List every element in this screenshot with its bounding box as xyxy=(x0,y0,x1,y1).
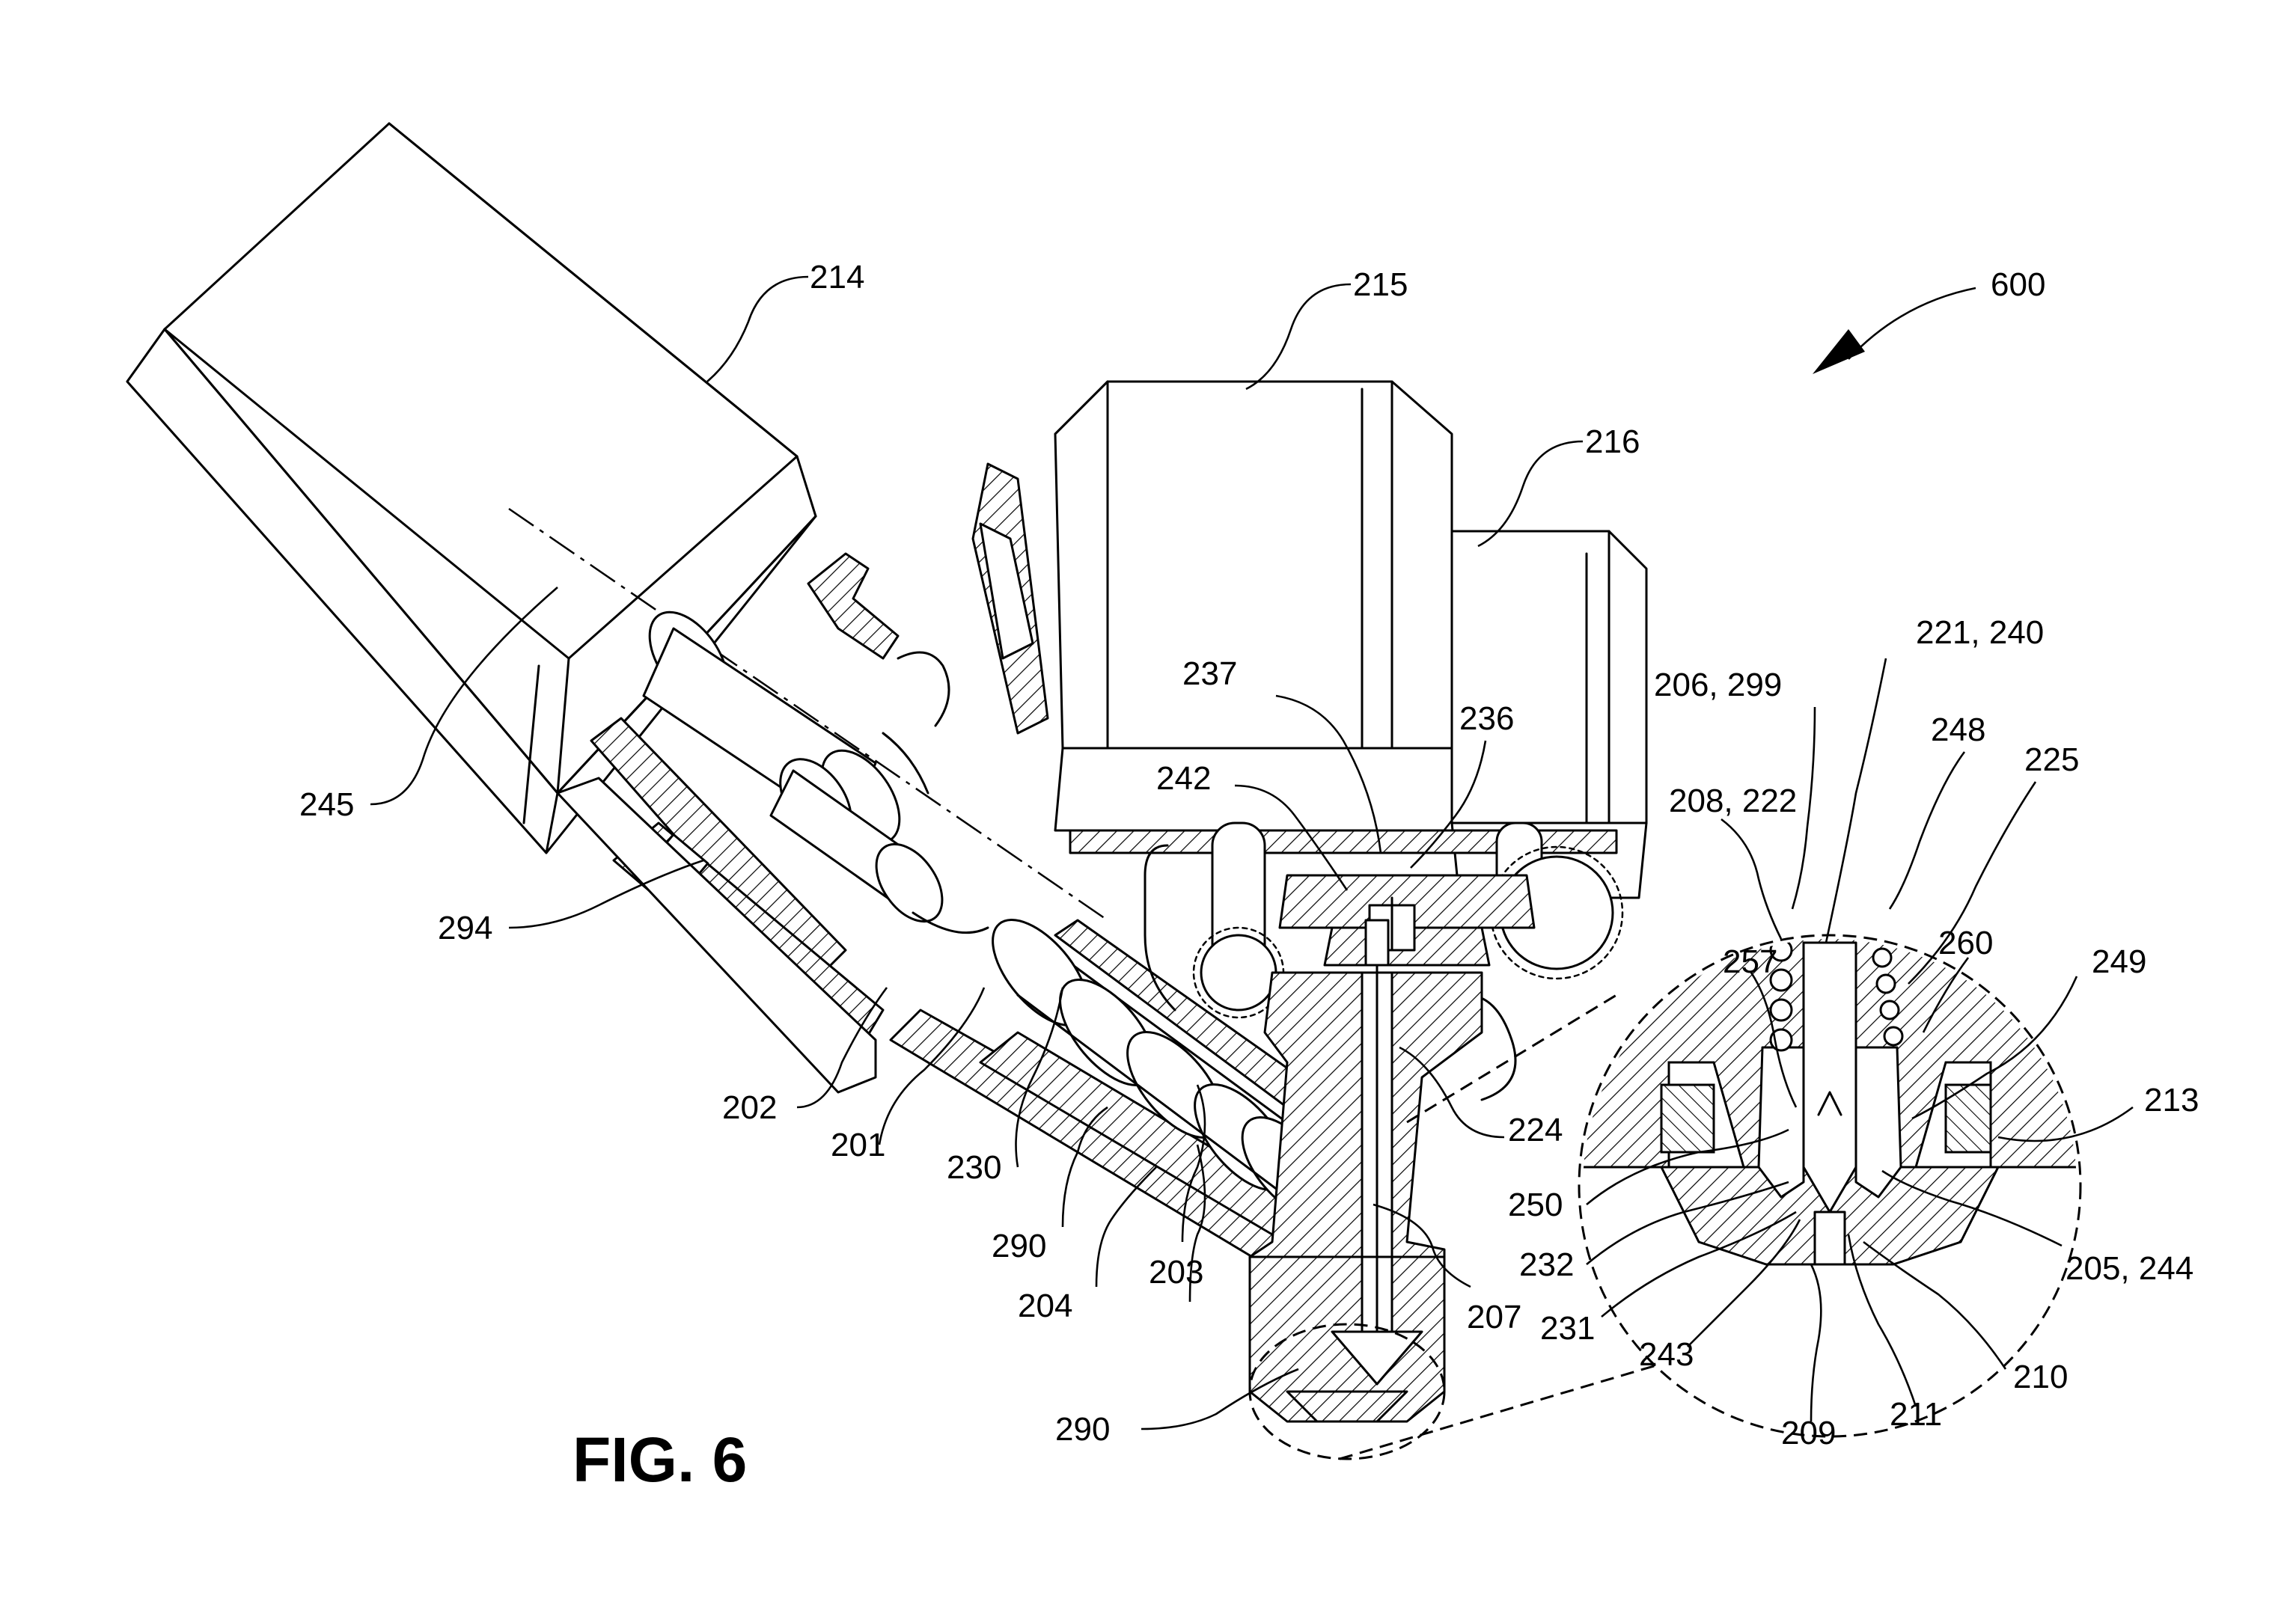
label-248: 248 xyxy=(1931,711,1985,748)
label-242: 242 xyxy=(1156,760,1211,797)
label-216: 216 xyxy=(1585,423,1640,460)
label-211: 211 xyxy=(1890,1396,1942,1433)
label-236: 236 xyxy=(1459,700,1514,737)
label-209: 209 xyxy=(1781,1415,1836,1451)
axis-245 xyxy=(508,507,1108,922)
coupling-bracket xyxy=(556,462,1049,1094)
label-290-lower: 290 xyxy=(1055,1411,1110,1448)
label-260: 260 xyxy=(1938,925,1993,961)
leader-lines xyxy=(370,275,2134,1430)
label-207: 207 xyxy=(1467,1299,1521,1335)
label-202: 202 xyxy=(722,1089,777,1126)
motor-214 xyxy=(126,122,817,854)
label-210: 210 xyxy=(2013,1359,2068,1395)
label-203: 203 xyxy=(1149,1254,1203,1291)
label-231: 231 xyxy=(1540,1310,1595,1347)
label-245: 245 xyxy=(299,786,354,823)
label-600: 600 xyxy=(1991,266,2045,303)
figure-caption: FIG. 6 xyxy=(573,1424,747,1495)
label-201: 201 xyxy=(831,1127,885,1163)
label-208-222: 208, 222 xyxy=(1669,783,1797,819)
label-206-299: 206, 299 xyxy=(1654,667,1782,703)
motor-215 xyxy=(1054,380,1461,832)
detail-source-circle xyxy=(1248,1323,1446,1460)
label-205-244: 205, 244 xyxy=(2066,1250,2193,1287)
label-250: 250 xyxy=(1508,1187,1563,1223)
label-294: 294 xyxy=(438,910,492,946)
label-224: 224 xyxy=(1508,1112,1563,1148)
label-215: 215 xyxy=(1353,266,1408,303)
label-230: 230 xyxy=(947,1149,1001,1186)
assembly-arrow xyxy=(1813,287,1976,374)
label-213: 213 xyxy=(2144,1082,2199,1118)
label-249: 249 xyxy=(2092,943,2146,980)
label-257: 257 xyxy=(1723,943,1777,980)
label-232: 232 xyxy=(1519,1246,1574,1283)
label-214: 214 xyxy=(810,259,864,296)
nozzle-body xyxy=(1248,919,1483,1423)
detail-view xyxy=(1578,934,2082,1438)
label-290-upper: 290 xyxy=(992,1228,1046,1264)
label-221-240: 221, 240 xyxy=(1916,614,2044,651)
feed-tube xyxy=(889,919,1334,1288)
label-204: 204 xyxy=(1018,1288,1072,1324)
label-225: 225 xyxy=(2024,741,2079,778)
label-243: 243 xyxy=(1639,1336,1694,1373)
label-237: 237 xyxy=(1182,655,1237,692)
reference-labels: 214 215 216 245 294 202 201 230 290 204 … xyxy=(299,259,2199,1495)
